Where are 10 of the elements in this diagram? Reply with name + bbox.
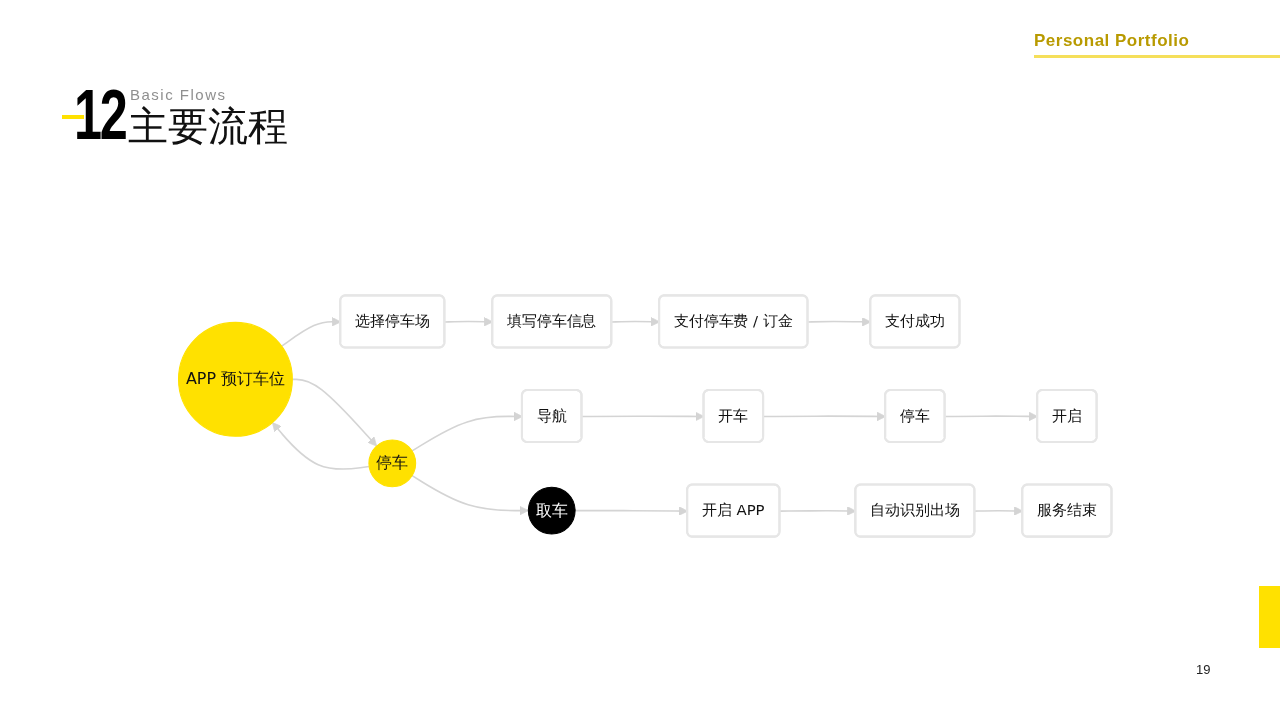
page-title: 主要流程	[128, 102, 288, 150]
subtitle: Basic Flows	[130, 86, 227, 104]
section-number: 12	[74, 80, 126, 150]
node-circle: 停车	[368, 439, 417, 488]
page-number: 19	[1196, 662, 1211, 677]
arrow	[411, 474, 529, 516]
node-circle: APP 预订车位	[177, 321, 293, 437]
arrow	[272, 422, 370, 471]
header-text: Personal Portfolio	[1034, 31, 1190, 51]
node-circle: 取车	[527, 486, 576, 535]
